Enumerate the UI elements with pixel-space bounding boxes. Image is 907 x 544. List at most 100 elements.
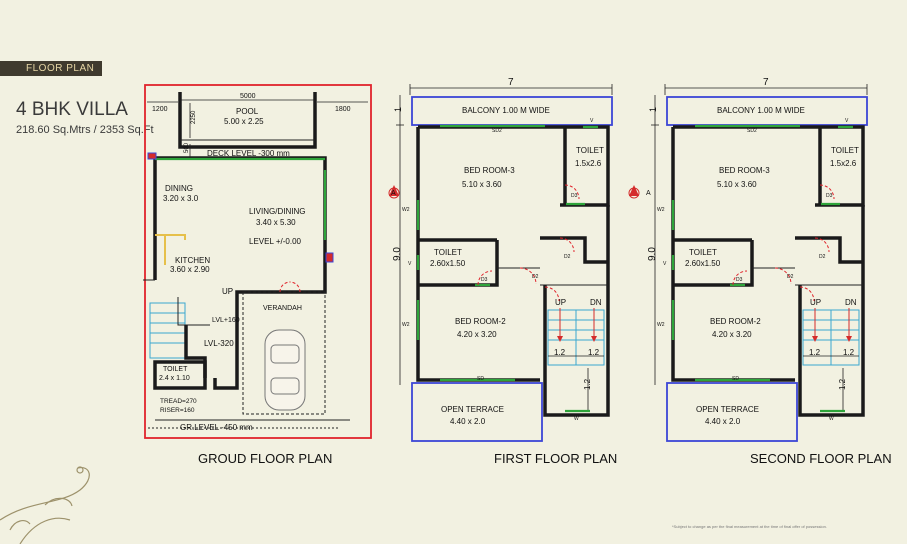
dining-label: DINING: [165, 184, 193, 193]
car-icon: [264, 329, 306, 411]
page-title: 4 BHK VILLA: [16, 99, 128, 120]
ground-stairs: [149, 302, 186, 359]
ground-floor-plan: 5000 1200 1800 2250 500 POOL 5.00 x 2.25…: [143, 84, 372, 439]
ground-level-label: GR.LEVEL -450 mm: [180, 423, 253, 432]
first-toilet2-size: 2.60x1.50: [430, 259, 466, 268]
second-bed3-name: BED ROOM-3: [719, 166, 770, 175]
second-toilet1-size: 1.5x2.6: [830, 159, 857, 168]
second-toilet2-name: TOILET: [689, 248, 717, 257]
ground-dim-small: 500: [184, 142, 190, 153]
first-d3b: D3: [481, 277, 488, 283]
area-subtitle: 218.60 Sq.Mtrs / 2353 Sq.Ft: [16, 124, 154, 136]
second-bed3-size: 5.10 x 3.60: [717, 180, 757, 189]
footnote: *Subject to change as per the final meas…: [672, 524, 827, 529]
first-stair-c: 1.2: [583, 378, 592, 390]
first-w: W: [574, 416, 579, 422]
section-tag: FLOOR PLAN: [0, 61, 102, 76]
first-toilet2-name: TOILET: [434, 248, 462, 257]
first-balcony: BALCONY 1.00 M WIDE: [462, 106, 550, 115]
kitchen-label: KITCHEN: [175, 256, 210, 265]
first-dn: DN: [590, 298, 602, 307]
first-bed2-name: BED ROOM-2: [455, 317, 506, 326]
plot-boundary: [144, 84, 372, 439]
first-terrace-name: OPEN TERRACE: [441, 405, 504, 414]
second-stair-a: 1.2: [809, 348, 821, 357]
first-bed3-name: BED ROOM-3: [464, 166, 515, 175]
first-d2b: D2: [564, 254, 571, 260]
first-v1: V: [590, 118, 594, 124]
pool-outline: [178, 92, 317, 149]
living-label: LIVING/DINING: [249, 207, 305, 216]
second-v1: V: [845, 118, 849, 124]
second-d2a: D2: [787, 274, 794, 280]
second-w: W: [829, 416, 834, 422]
second-dim-one: 1: [648, 107, 658, 112]
ground-floor-caption: GROUD FLOOR PLAN: [198, 451, 333, 466]
ground-dim-pool-side: 2250: [191, 110, 197, 124]
first-sd: SD: [477, 376, 484, 382]
riser-label: RISER=160: [160, 407, 195, 414]
first-terrace-size: 4.40 x 2.0: [450, 417, 486, 426]
ground-dim-top: 5000: [240, 93, 256, 100]
second-sd: SD: [732, 376, 739, 382]
second-dim-top: 7: [763, 77, 769, 88]
ground-toilet-label: TOILET: [163, 366, 188, 373]
second-d3b: D3: [736, 277, 743, 283]
verandah-label: VERANDAH: [263, 305, 302, 312]
second-stair-b: 1.2: [843, 348, 855, 357]
section-marker-icon: [388, 185, 640, 199]
first-w2a: W2: [402, 207, 410, 213]
second-toilet2-size: 2.60x1.50: [685, 259, 721, 268]
ground-up: UP: [222, 287, 233, 296]
lvl-160: LVL+160: [212, 317, 240, 324]
first-dim-one: 1: [393, 107, 403, 112]
first-stair-b: 1.2: [588, 348, 600, 357]
living-size: 3.40 x 5.30: [256, 218, 296, 227]
second-terrace-size: 4.40 x 2.0: [705, 417, 741, 426]
section-tag-label: FLOOR PLAN: [26, 63, 95, 74]
ground-dim-right: 1800: [335, 106, 351, 113]
second-d2b: D2: [819, 254, 826, 260]
lvl-320: LVL-320: [204, 339, 234, 348]
second-bed2-name: BED ROOM-2: [710, 317, 761, 326]
first-d3a: D3: [571, 193, 578, 199]
first-floor-caption: FIRST FLOOR PLAN: [494, 451, 618, 466]
pool-size: 5.00 x 2.25: [224, 117, 264, 126]
first-stair-a: 1.2: [554, 348, 566, 357]
tread-label: TREAD=270: [160, 398, 197, 405]
floral-ornament-icon: [0, 466, 90, 544]
second-w2a: W2: [657, 207, 665, 213]
first-w2b: W2: [402, 322, 410, 328]
second-up: UP: [810, 298, 821, 307]
second-toilet1-name: TOILET: [831, 146, 859, 155]
first-floor-labels: 7 1 9.0 A BALCONY 1.00 M WIDE SD2 V BED …: [391, 77, 604, 426]
second-dn: DN: [845, 298, 857, 307]
ground-toilet-size: 2.4 x 1.10: [159, 375, 190, 382]
second-v2: V: [663, 261, 667, 267]
first-toilet1-name: TOILET: [576, 146, 604, 155]
first-sd2: SD2: [492, 128, 502, 134]
first-section-a: A: [391, 190, 396, 197]
first-v2: V: [408, 261, 412, 267]
first-floor-plan: [388, 84, 640, 442]
second-dim-side: 9.0: [647, 247, 658, 261]
ground-level: LEVEL +/-0.00: [249, 237, 302, 246]
first-toilet1-size: 1.5x2.6: [575, 159, 602, 168]
kitchen-size: 3.60 x 2.90: [170, 265, 210, 274]
second-w2b: W2: [657, 322, 665, 328]
second-terrace-name: OPEN TERRACE: [696, 405, 759, 414]
second-d3a: D3: [826, 193, 833, 199]
first-d2a: D2: [532, 274, 539, 280]
first-bed3-size: 5.10 x 3.60: [462, 180, 502, 189]
second-floor-caption: SECOND FLOOR PLAN: [750, 451, 892, 466]
first-dim-side: 9.0: [392, 247, 403, 261]
second-floor-plan: [651, 84, 868, 442]
second-stair-c: 1.2: [838, 378, 847, 390]
second-bed2-size: 4.20 x 3.20: [712, 330, 752, 339]
second-sd2: SD2: [747, 128, 757, 134]
first-dim-top: 7: [508, 77, 514, 88]
first-bed2-size: 4.20 x 3.20: [457, 330, 497, 339]
ground-dim-left: 1200: [152, 106, 168, 113]
